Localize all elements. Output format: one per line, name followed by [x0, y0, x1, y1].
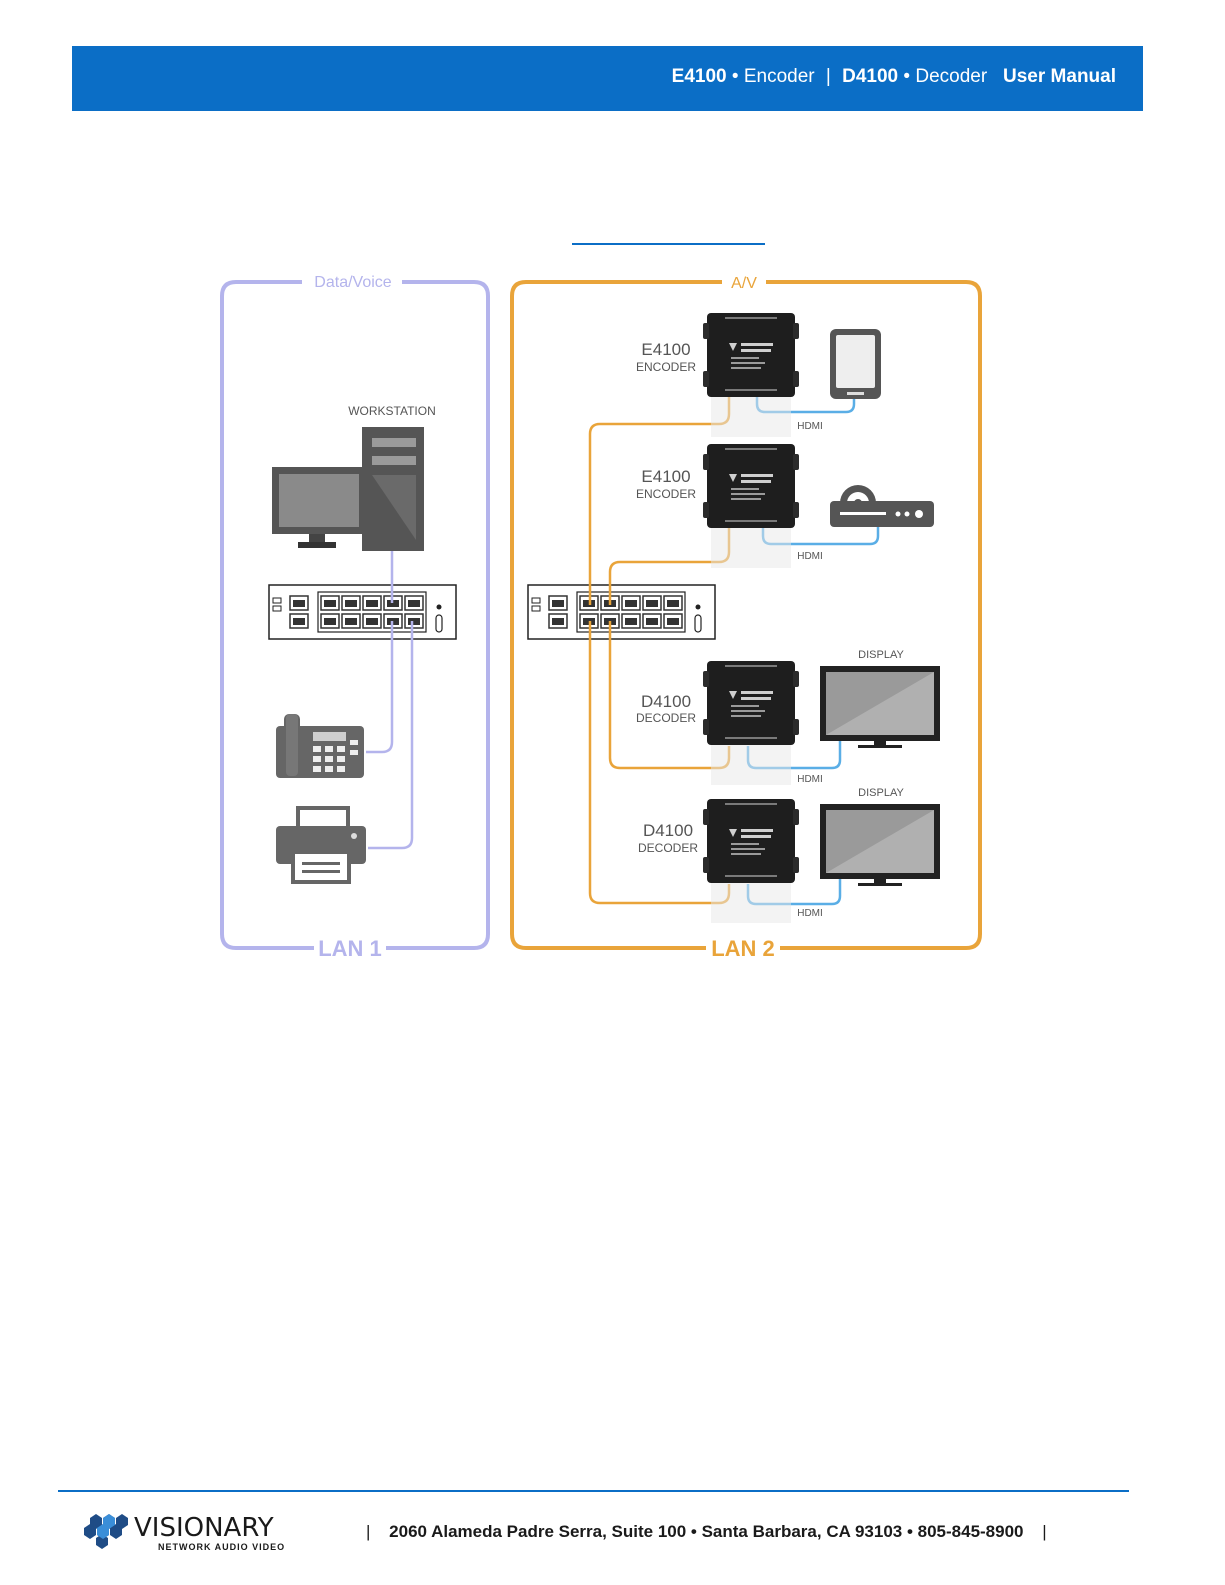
tower-pc-icon — [362, 427, 424, 551]
lan1-switch-icon — [269, 585, 456, 639]
decoder-unit-2 — [703, 799, 799, 923]
unit-3-model: D4100 — [641, 692, 691, 711]
lan2-switch-icon — [528, 585, 715, 639]
encoder-unit-2 — [703, 444, 799, 568]
lan2-top-label: A/V — [731, 275, 757, 292]
display-2-icon — [820, 804, 940, 886]
footer-pipe-left: | — [366, 1522, 370, 1541]
desk-phone-icon — [276, 714, 364, 778]
unit-1-cable-label: HDMI — [797, 421, 823, 432]
unit-4-role: DECODER — [638, 841, 698, 855]
visionary-logo: VISIONARY NETWORK AUDIO VIDEO — [80, 1508, 330, 1556]
logo-wordmark: VISIONARY — [134, 1513, 274, 1543]
unit-1-model: E4100 — [641, 340, 690, 359]
tablet-icon — [830, 329, 881, 399]
printer-icon — [276, 808, 366, 882]
unit-4-model: D4100 — [643, 821, 693, 840]
display-2-label: DISPLAY — [858, 787, 904, 799]
monitor-icon — [272, 467, 366, 548]
unit-2-cable-label: HDMI — [797, 551, 823, 562]
unit-3-cable-label: HDMI — [797, 774, 823, 785]
display-1-icon — [820, 666, 940, 748]
encoder-unit-1 — [703, 313, 799, 437]
unit-2-model: E4100 — [641, 467, 690, 486]
unit-4-cable-label: HDMI — [797, 908, 823, 919]
lan1-bottom-label: LAN 1 — [318, 936, 382, 961]
unit-1-role: ENCODER — [636, 360, 696, 374]
decoder-unit-1 — [703, 661, 799, 785]
footer-pipe-right: | — [1042, 1522, 1046, 1541]
display-1-label: DISPLAY — [858, 649, 904, 661]
workstation-label: WORKSTATION — [348, 404, 436, 418]
logo-tagline: NETWORK AUDIO VIDEO — [158, 1542, 285, 1552]
lan1-top-label: Data/Voice — [314, 274, 391, 291]
unit-2-role: ENCODER — [636, 487, 696, 501]
media-player-icon — [830, 485, 934, 527]
lan2-bottom-label: LAN 2 — [711, 936, 775, 961]
footer-address: 2060 Alameda Padre Serra, Suite 100 • Sa… — [389, 1522, 1023, 1541]
footer-divider — [58, 1490, 1129, 1492]
footer-address-line: | 2060 Alameda Padre Serra, Suite 100 • … — [352, 1522, 1061, 1542]
unit-3-role: DECODER — [636, 711, 696, 725]
network-diagram: Data/Voice LAN 1 A/V LAN 2 WORKSTATION — [0, 0, 1225, 1000]
